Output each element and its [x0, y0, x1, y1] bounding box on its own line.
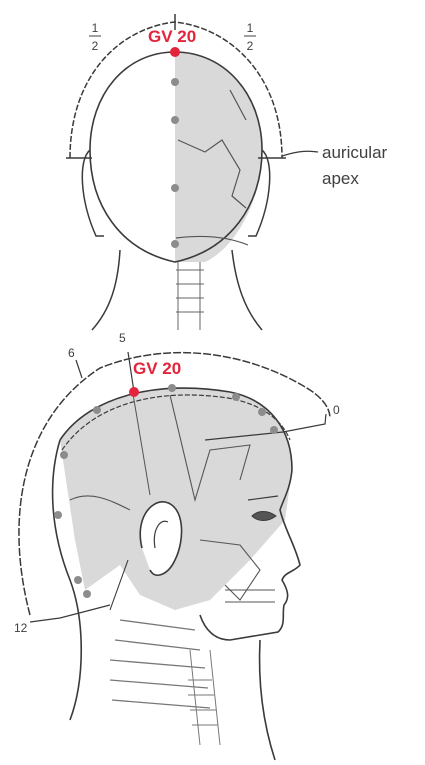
- arc-point: [74, 576, 82, 584]
- arc-point: [60, 451, 68, 459]
- auricular-apex-label-line1: auricular: [322, 143, 388, 162]
- midline-point: [171, 184, 179, 192]
- gv20-point-top: [170, 47, 180, 57]
- arc-point: [93, 406, 101, 414]
- gv20-label-side: GV 20: [133, 359, 181, 378]
- scale-label-12: 12: [14, 621, 28, 635]
- midline-point: [171, 78, 179, 86]
- fraction-right-denominator: 2: [247, 39, 254, 53]
- back-view-head: GV 20 1 2 1 2 auricular apex: [66, 14, 388, 330]
- scale-label-5: 5: [119, 331, 126, 345]
- gv20-point-side: [129, 387, 139, 397]
- arc-point: [83, 590, 91, 598]
- gv20-label-top: GV 20: [148, 27, 196, 46]
- arc-point: [168, 384, 176, 392]
- fraction-right-numerator: 1: [247, 21, 254, 35]
- arc-point: [54, 511, 62, 519]
- midline-point: [171, 240, 179, 248]
- midline-point: [171, 116, 179, 124]
- auricular-apex-label-line2: apex: [322, 169, 359, 188]
- arc-point: [232, 393, 240, 401]
- scale-label-6: 6: [68, 346, 75, 360]
- scale-label-0: 0: [333, 403, 340, 417]
- arc-point: [258, 408, 266, 416]
- arc-point: [270, 426, 278, 434]
- fraction-left-denominator: 2: [92, 39, 99, 53]
- fraction-left-numerator: 1: [92, 21, 99, 35]
- side-view-head: GV 20 6 5 0 12: [14, 331, 340, 760]
